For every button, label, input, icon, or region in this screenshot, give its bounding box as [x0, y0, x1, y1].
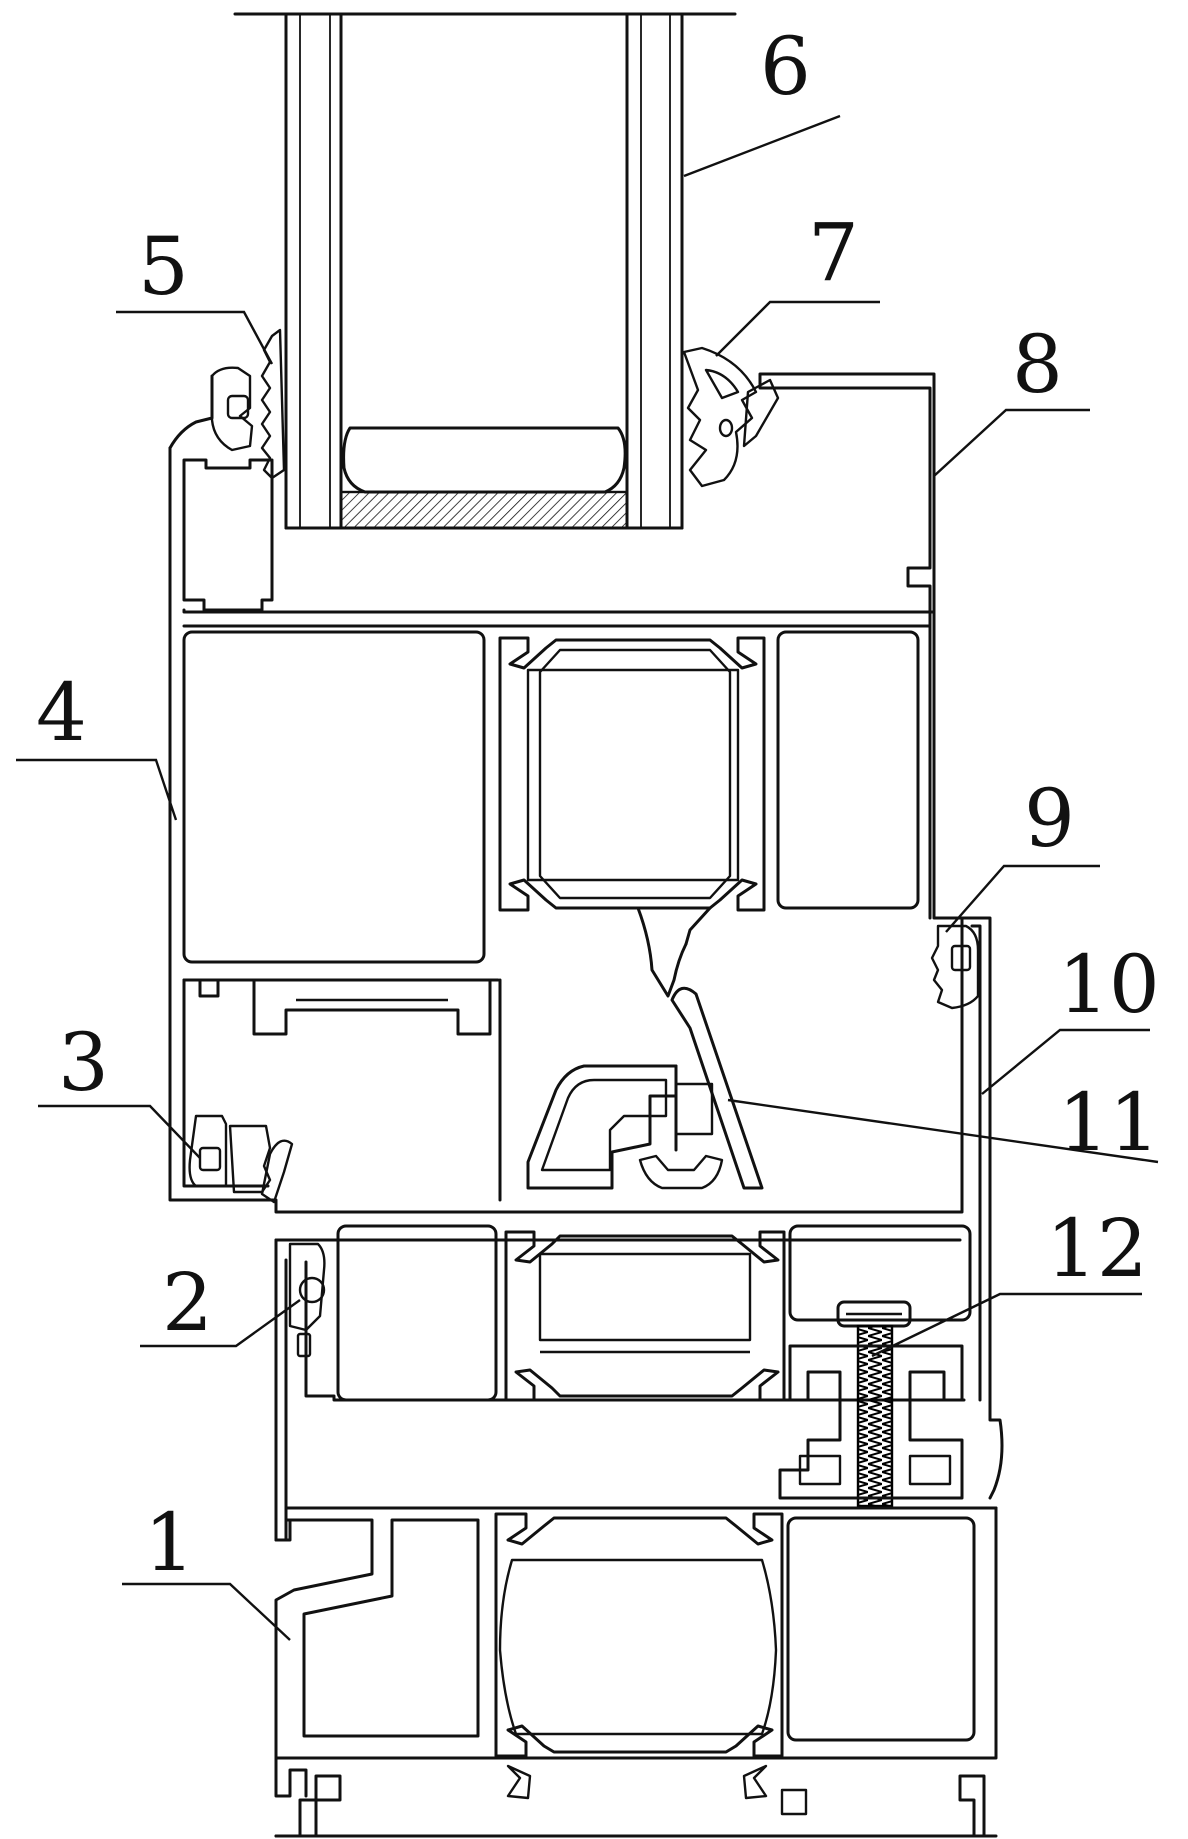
label-3: 3: [58, 1016, 109, 1109]
label-1: 1: [144, 1496, 195, 1589]
label-2: 2: [162, 1256, 213, 1349]
label-10: 10: [1058, 938, 1160, 1031]
label-5: 5: [138, 220, 189, 313]
intermediate-chamber: [498, 906, 712, 1202]
inner-glazing-gasket: [682, 346, 780, 488]
connecting-screw: [778, 1300, 964, 1508]
glass-pane-assembly: [233, 12, 737, 530]
sash-lower-gasket: [188, 1114, 294, 1204]
label-7: 7: [808, 206, 859, 299]
outer-glazing-gasket: [210, 328, 286, 480]
thermal-insulation-strip: [526, 986, 764, 1190]
label-12: 12: [1046, 1202, 1148, 1295]
label-4: 4: [36, 666, 87, 759]
frame-upper-gasket: [930, 924, 980, 1010]
label-11: 11: [1058, 1076, 1160, 1169]
part-labels: 1 2 3 4 5 6 7 8 9 10 11 12: [36, 20, 1160, 1589]
sash-profile: [168, 372, 964, 1214]
outer-frame-section: [960, 916, 1004, 1500]
main-frame-profile: [274, 1506, 998, 1838]
label-6: 6: [760, 20, 811, 113]
leader-lines: [16, 114, 1159, 1641]
label-8: 8: [1012, 318, 1063, 411]
label-9: 9: [1024, 772, 1075, 865]
